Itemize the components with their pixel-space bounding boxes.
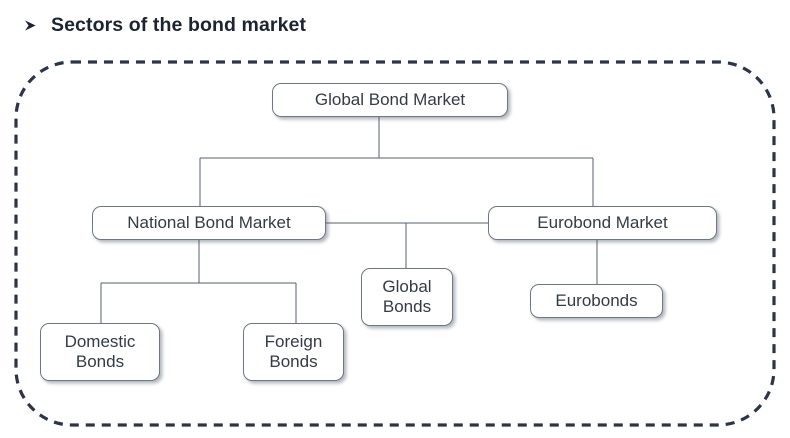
page-title-text: Sectors of the bond market xyxy=(51,14,307,36)
node-eurobonds[interactable]: Eurobonds xyxy=(530,284,663,318)
node-global-bonds[interactable]: Global Bonds xyxy=(361,268,453,326)
arrow-bullet-icon xyxy=(25,20,36,31)
dashed-container-border xyxy=(14,60,776,427)
node-national-bond-market[interactable]: National Bond Market xyxy=(92,206,326,240)
node-global-bond-market[interactable]: Global Bond Market xyxy=(272,83,508,117)
node-eurobond-market[interactable]: Eurobond Market xyxy=(488,206,717,240)
node-foreign-bonds[interactable]: Foreign Bonds xyxy=(243,323,344,381)
node-domestic-bonds[interactable]: Domestic Bonds xyxy=(40,323,160,381)
page-title: Sectors of the bond market xyxy=(22,14,306,37)
